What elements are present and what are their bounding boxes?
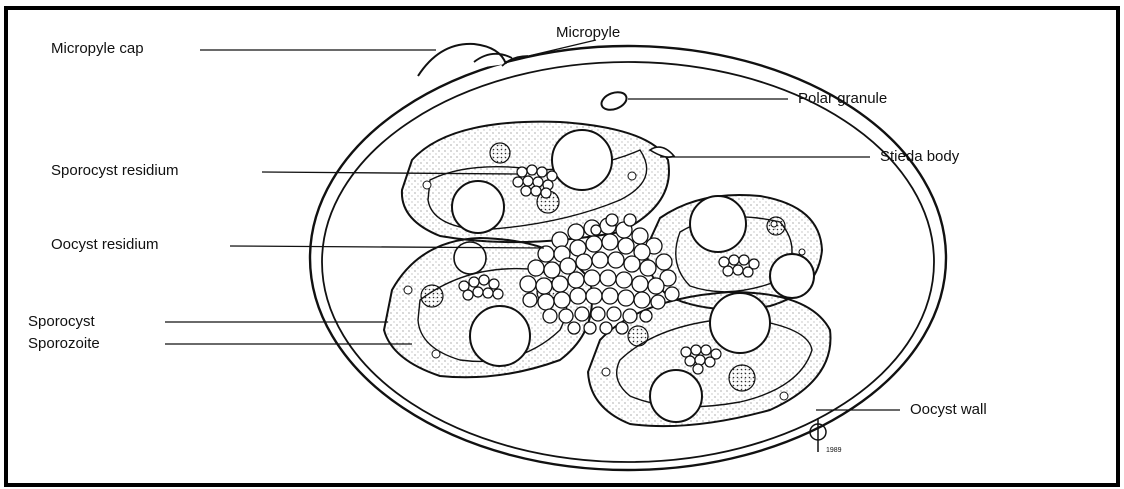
label-polar-granule: Polar granule: [798, 90, 887, 108]
label-stieda-body: Stieda body: [880, 148, 959, 166]
label-micropyle: Micropyle: [556, 24, 620, 42]
label-micropyle-cap: Micropyle cap: [51, 40, 144, 58]
label-oocyst-wall: Oocyst wall: [910, 401, 987, 419]
label-oocyst-residium: Oocyst residium: [51, 236, 159, 254]
label-sporocyst: Sporocyst: [28, 313, 95, 331]
label-sporozoite: Sporozoite: [28, 335, 100, 353]
signature-year: 1989: [826, 447, 842, 454]
label-sporocyst-residium: Sporocyst residium: [51, 162, 179, 180]
micropyle-cap: [418, 44, 506, 76]
polar-granule: [599, 89, 629, 113]
